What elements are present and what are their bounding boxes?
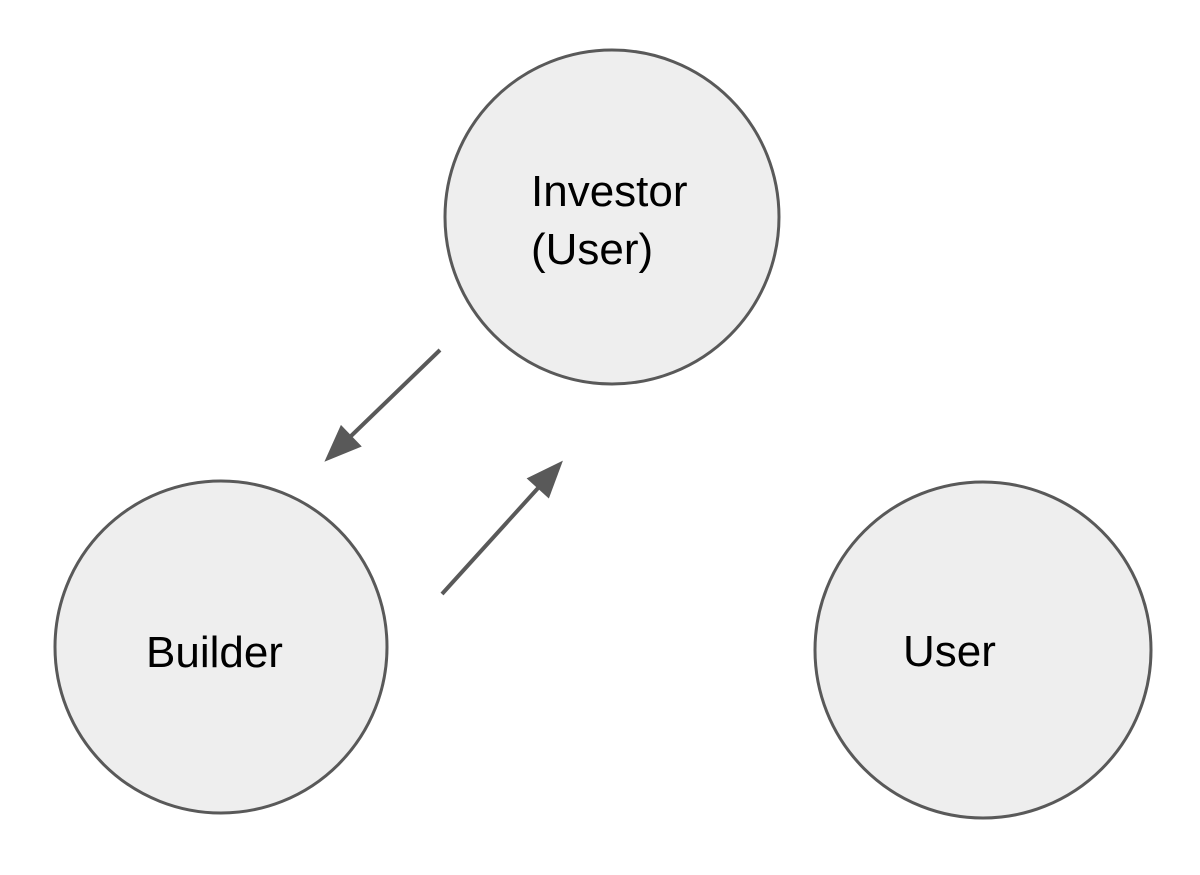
node-label-user: User xyxy=(903,627,996,676)
node-builder-circle xyxy=(53,479,389,815)
node-user-circle xyxy=(813,480,1153,820)
node-label-investor: Investor (User) xyxy=(531,167,688,274)
arrow-builder-to-investor xyxy=(440,460,563,596)
node-label-builder: Builder xyxy=(146,628,283,677)
node-investor-circle xyxy=(443,48,781,386)
arrow-investor-to-builder xyxy=(324,348,442,462)
